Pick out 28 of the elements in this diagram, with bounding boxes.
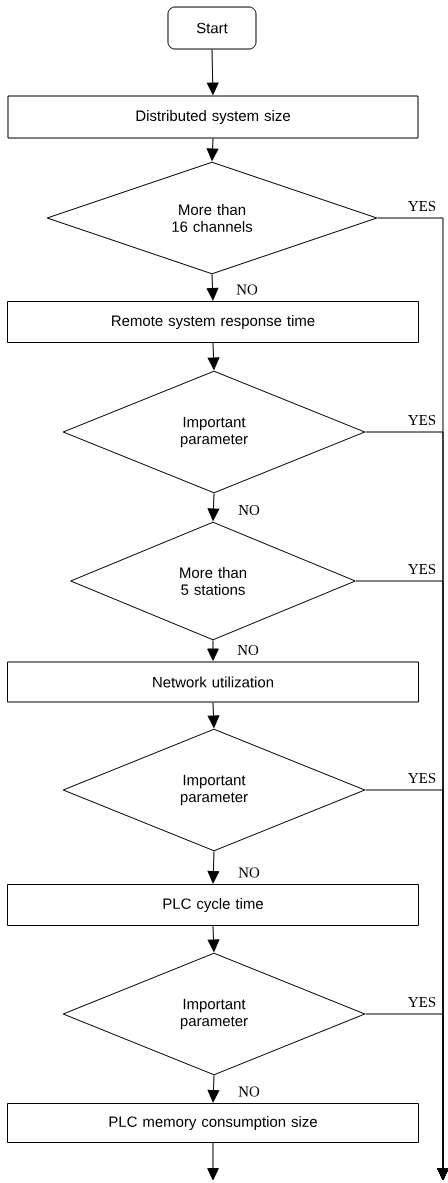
process-box: PLC memory consumption size <box>7 1103 419 1143</box>
arrow <box>207 640 219 661</box>
edge-label: YES <box>406 200 438 213</box>
arrow <box>207 925 220 952</box>
edge-label: NO <box>236 644 260 657</box>
edge-label: NO <box>237 866 261 879</box>
arrow <box>207 702 220 728</box>
arrow <box>206 138 219 161</box>
edge-label: YES <box>406 414 438 427</box>
arrow <box>207 1075 220 1103</box>
arrow <box>207 493 220 521</box>
edge-label: YES <box>406 996 438 1009</box>
arrow <box>206 274 219 301</box>
edge-label: YES <box>406 772 438 785</box>
process-box: Distributed system size <box>7 95 419 139</box>
arrow <box>365 1013 448 1181</box>
process-box: PLC cycle time <box>7 884 419 926</box>
edge-label: NO <box>235 283 259 296</box>
process-box: Network utilization <box>7 661 419 703</box>
arrow <box>207 1142 219 1181</box>
edge-label: YES <box>406 563 438 576</box>
process-box: Remote system response time <box>7 301 419 343</box>
arrow <box>207 342 220 370</box>
start-terminal: Start <box>167 6 257 50</box>
edge-label: NO <box>237 504 261 517</box>
edge-label: NO <box>237 1085 261 1098</box>
arrow <box>207 851 220 884</box>
arrow <box>206 49 219 95</box>
